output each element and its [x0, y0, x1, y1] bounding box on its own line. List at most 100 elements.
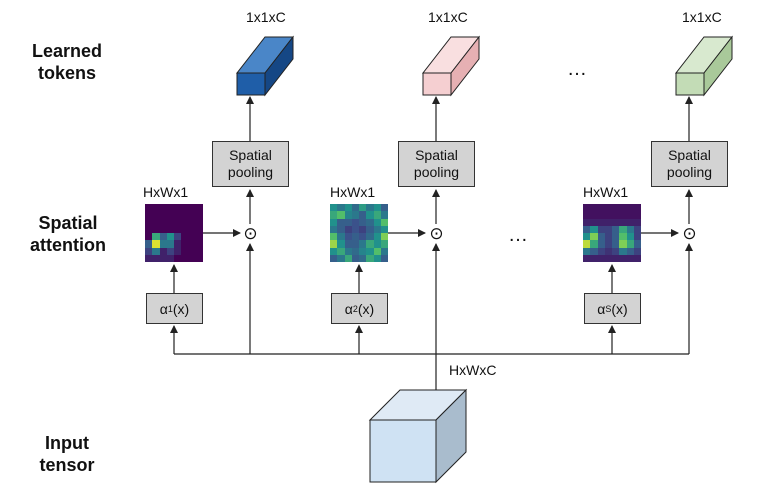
- heatmap-cell: [619, 233, 627, 241]
- heatmap-cell: [174, 240, 182, 248]
- heatmap-cell: [351, 254, 359, 262]
- heatmap-cell: [181, 240, 189, 248]
- heatmap-cell: [145, 204, 153, 212]
- attention-map-2-heatmap: [330, 204, 388, 262]
- heatmap-cell: [633, 204, 641, 212]
- heatmap-cell: [612, 233, 620, 241]
- heatmap-cell: [597, 204, 605, 212]
- heatmap-cell: [344, 247, 352, 255]
- heatmap-cell: [152, 233, 160, 241]
- heatmap-cell: [152, 204, 160, 212]
- heatmap-cell: [145, 247, 153, 255]
- alpha-s-subscript: S: [605, 303, 612, 314]
- heatmap-cell: [337, 254, 345, 262]
- heatmap-cell: [583, 254, 591, 262]
- heatmap-cell: [351, 218, 359, 226]
- heatmap-cell: [195, 225, 203, 233]
- heatmap-cell: [583, 204, 591, 212]
- heatmap-cell: [373, 204, 381, 212]
- heatmap-cell: [344, 240, 352, 248]
- attention-ellipsis: …: [508, 224, 529, 246]
- heatmap-cell: [188, 240, 196, 248]
- heatmap-cell: [337, 218, 345, 226]
- heatmap-cell: [604, 211, 612, 219]
- heatmap-cell: [337, 225, 345, 233]
- learned-token-1-cube: [235, 35, 295, 97]
- heatmap-cell: [366, 240, 374, 248]
- heatmap-cell: [188, 225, 196, 233]
- heatmap-cell: [590, 247, 598, 255]
- elementwise-product-2-symbol: ⊙: [429, 224, 444, 243]
- heatmap-cell: [619, 240, 627, 248]
- heatmap-cell: [181, 218, 189, 226]
- heatmap-cell: [583, 233, 591, 241]
- heatmap-cell: [626, 247, 634, 255]
- heatmap-cell: [373, 218, 381, 226]
- heatmap-cell: [195, 211, 203, 219]
- heatmap-cell: [597, 247, 605, 255]
- heatmap-cell: [195, 204, 203, 212]
- heatmap-cell: [373, 211, 381, 219]
- alpha-2-subscript: 2: [352, 303, 358, 314]
- heatmap-cell: [359, 247, 367, 255]
- heatmap-cell: [604, 254, 612, 262]
- heatmap-cell: [597, 240, 605, 248]
- heatmap-cell: [366, 254, 374, 262]
- heatmap-cell: [359, 254, 367, 262]
- token-2-dim: 1x1xC: [428, 9, 468, 25]
- heatmap-cell: [612, 218, 620, 226]
- heatmap-cell: [195, 254, 203, 262]
- heatmap-cell: [351, 233, 359, 241]
- heatmap-cell: [351, 204, 359, 212]
- heatmap-cell: [174, 204, 182, 212]
- heatmap-cell: [181, 254, 189, 262]
- heatmap-cell: [359, 204, 367, 212]
- heatmap-cell: [380, 247, 388, 255]
- heatmap-cell: [612, 240, 620, 248]
- heatmap-cell: [583, 240, 591, 248]
- heatmap-cell: [159, 247, 167, 255]
- heatmap-cell: [373, 233, 381, 241]
- heatmap-cell: [612, 254, 620, 262]
- heatmap-cell: [166, 218, 174, 226]
- heatmap-cell: [373, 254, 381, 262]
- heatmap-cell: [590, 211, 598, 219]
- heatmap-cell: [337, 204, 345, 212]
- heatmap-cell: [344, 254, 352, 262]
- heatmap-cell: [619, 254, 627, 262]
- heatmap-cell: [344, 233, 352, 241]
- heatmap-cell: [626, 233, 634, 241]
- heatmap-cell: [159, 218, 167, 226]
- heatmap-cell: [366, 233, 374, 241]
- heatmap-cell: [145, 225, 153, 233]
- heatmap-cell: [366, 204, 374, 212]
- heatmap-cell: [380, 254, 388, 262]
- heatmap-cell: [188, 247, 196, 255]
- heatmap-cell: [583, 218, 591, 226]
- heatmap-cell: [159, 225, 167, 233]
- heatmap-cell: [195, 233, 203, 241]
- heatmap-cell: [174, 225, 182, 233]
- attention-map-1-heatmap: [145, 204, 203, 262]
- heatmap-cell: [344, 225, 352, 233]
- heatmap-cell: [337, 211, 345, 219]
- heatmap-cell: [330, 240, 338, 248]
- heatmap-cell: [366, 247, 374, 255]
- heatmap-cell: [166, 233, 174, 241]
- heatmap-cell: [373, 240, 381, 248]
- heatmap-cell: [337, 240, 345, 248]
- heatmap-cell: [181, 225, 189, 233]
- heatmap-cell: [181, 233, 189, 241]
- heatmap-cell: [159, 240, 167, 248]
- heatmap-cell: [337, 233, 345, 241]
- heatmap-cell: [380, 204, 388, 212]
- alpha-1-subscript: 1: [167, 303, 173, 314]
- token-1-dim: 1x1xC: [246, 9, 286, 25]
- heatmap-cell: [174, 211, 182, 219]
- token-ellipsis: …: [567, 58, 588, 80]
- heatmap-cell: [604, 247, 612, 255]
